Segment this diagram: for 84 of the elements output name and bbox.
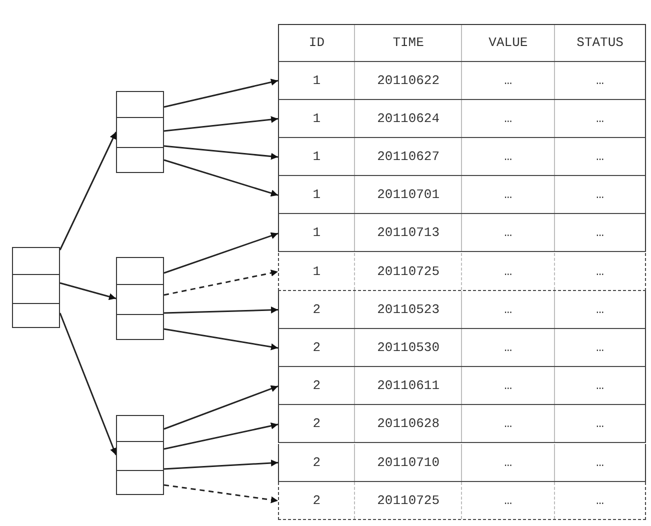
column-header: VALUE <box>461 25 554 60</box>
table-cell: … <box>461 482 554 519</box>
index-block <box>116 415 164 495</box>
arrow <box>164 422 278 450</box>
table-cell: 20110622 <box>354 62 462 99</box>
index-block <box>116 257 164 340</box>
table-row <box>278 138 646 176</box>
table-cell: 20110628 <box>354 405 462 442</box>
table-row <box>278 100 646 138</box>
table-cell: … <box>554 176 645 214</box>
column-header: TIME <box>354 25 462 60</box>
table-cell: … <box>461 367 554 404</box>
table-cell: … <box>554 444 645 481</box>
arrow <box>164 328 278 350</box>
table-row <box>278 405 646 444</box>
column-header: STATUS <box>554 25 645 60</box>
arrow <box>164 145 278 160</box>
index-block <box>12 247 60 328</box>
arrow <box>164 385 278 430</box>
table-row <box>278 367 646 406</box>
table-cell: … <box>554 138 645 176</box>
arrow <box>59 132 117 250</box>
table-cell: … <box>461 138 554 176</box>
arrow <box>164 78 278 108</box>
table-cell-text: 2 <box>312 300 322 319</box>
table-cell-text: 2 <box>312 415 322 434</box>
table-row <box>278 62 646 100</box>
table-cell: … <box>461 100 554 137</box>
table-row <box>278 444 646 482</box>
table-cell: 20110725 <box>354 252 462 290</box>
table-cell: 20110624 <box>354 100 462 137</box>
table-cell: … <box>461 62 554 99</box>
table-cell-text: 2 <box>312 454 322 472</box>
arrow <box>60 282 116 300</box>
table-cell: … <box>554 290 645 328</box>
table-cell-text: 1 <box>312 224 322 242</box>
table-cell: … <box>461 444 554 481</box>
table-row <box>278 252 646 291</box>
arrow <box>164 270 278 296</box>
table-cell: … <box>461 252 554 290</box>
table-cell: … <box>554 328 645 366</box>
table-header-row <box>278 24 646 62</box>
table-cell: 20110701 <box>354 176 462 214</box>
table-cell-text: 2 <box>312 492 322 510</box>
table-cell: … <box>461 214 554 252</box>
table-cell: 20110710 <box>354 444 462 481</box>
table-cell: 20110725 <box>354 482 462 519</box>
table-row <box>278 328 646 368</box>
table-cell: 20110523 <box>354 290 462 328</box>
table-cell: 20110611 <box>354 367 462 404</box>
table-cell: … <box>554 100 645 137</box>
column-header: ID <box>308 34 326 52</box>
table-cell-text: 1 <box>312 72 322 90</box>
table-cell-text: 1 <box>312 148 322 166</box>
table-cell-text: 2 <box>312 338 322 357</box>
table-cell-text: 2 <box>312 377 322 396</box>
arrow <box>164 232 278 274</box>
table-cell-text: 1 <box>312 262 322 281</box>
arrow <box>59 312 117 456</box>
table-cell: 20110713 <box>354 214 462 252</box>
table-cell: … <box>554 252 645 290</box>
table-cell: … <box>554 214 645 252</box>
table-row <box>278 214 646 252</box>
table-cell: … <box>461 328 554 366</box>
arrow <box>164 116 278 132</box>
arrow <box>164 306 278 314</box>
table-row <box>278 482 646 520</box>
arrow <box>164 159 278 196</box>
table-cell: … <box>554 482 645 519</box>
table-cell-text: 1 <box>312 110 322 128</box>
table-cell: … <box>461 405 554 442</box>
arrow <box>164 484 278 504</box>
table-cell: … <box>461 176 554 214</box>
table-cell-text: 1 <box>312 186 322 204</box>
index-block <box>116 91 164 173</box>
table-cell: 20110530 <box>354 328 462 366</box>
table-cell: … <box>554 367 645 404</box>
table-cell: … <box>461 290 554 328</box>
arrow <box>164 460 278 470</box>
table-cell: … <box>554 405 645 442</box>
table-cell: 20110627 <box>354 138 462 176</box>
table-row <box>278 176 646 214</box>
table-row <box>278 290 646 329</box>
table-cell: … <box>554 62 645 99</box>
